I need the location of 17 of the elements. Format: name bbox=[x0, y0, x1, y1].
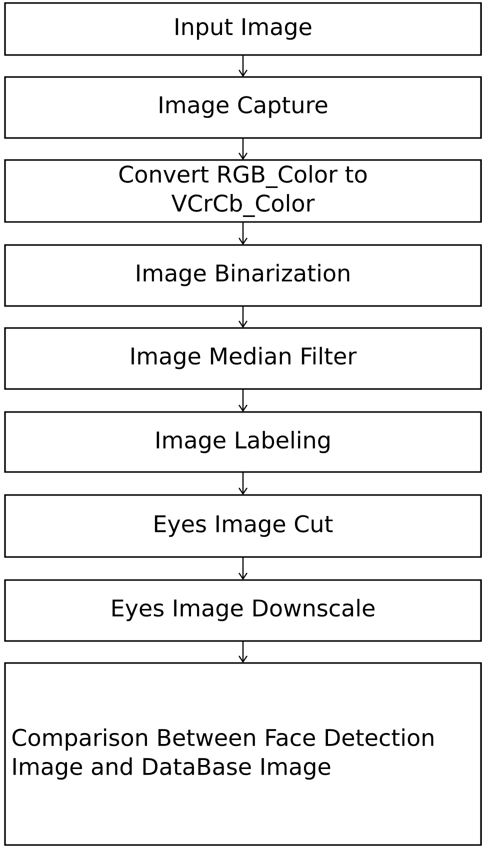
process-box: Image Labeling bbox=[4, 411, 482, 473]
process-box: Image Binarization bbox=[4, 244, 482, 307]
arrow bbox=[238, 306, 248, 328]
process-box: Convert RGB_Color to VCrCb_Color bbox=[4, 159, 482, 223]
arrow bbox=[238, 222, 248, 245]
process-box: Image Median Filter bbox=[4, 327, 482, 390]
arrow bbox=[238, 472, 248, 495]
process-box: Input Image bbox=[4, 2, 482, 56]
process-box: Eyes Image Downscale bbox=[4, 579, 482, 642]
arrow bbox=[238, 138, 248, 160]
arrow bbox=[238, 55, 248, 77]
process-box: Image Capture bbox=[4, 76, 482, 139]
arrow bbox=[238, 389, 248, 412]
arrow bbox=[238, 641, 248, 663]
process-box: Comparison Between Face Detection Image and DataBase Image bbox=[4, 662, 482, 846]
process-box: Eyes Image Cut bbox=[4, 494, 482, 558]
arrow bbox=[238, 557, 248, 580]
